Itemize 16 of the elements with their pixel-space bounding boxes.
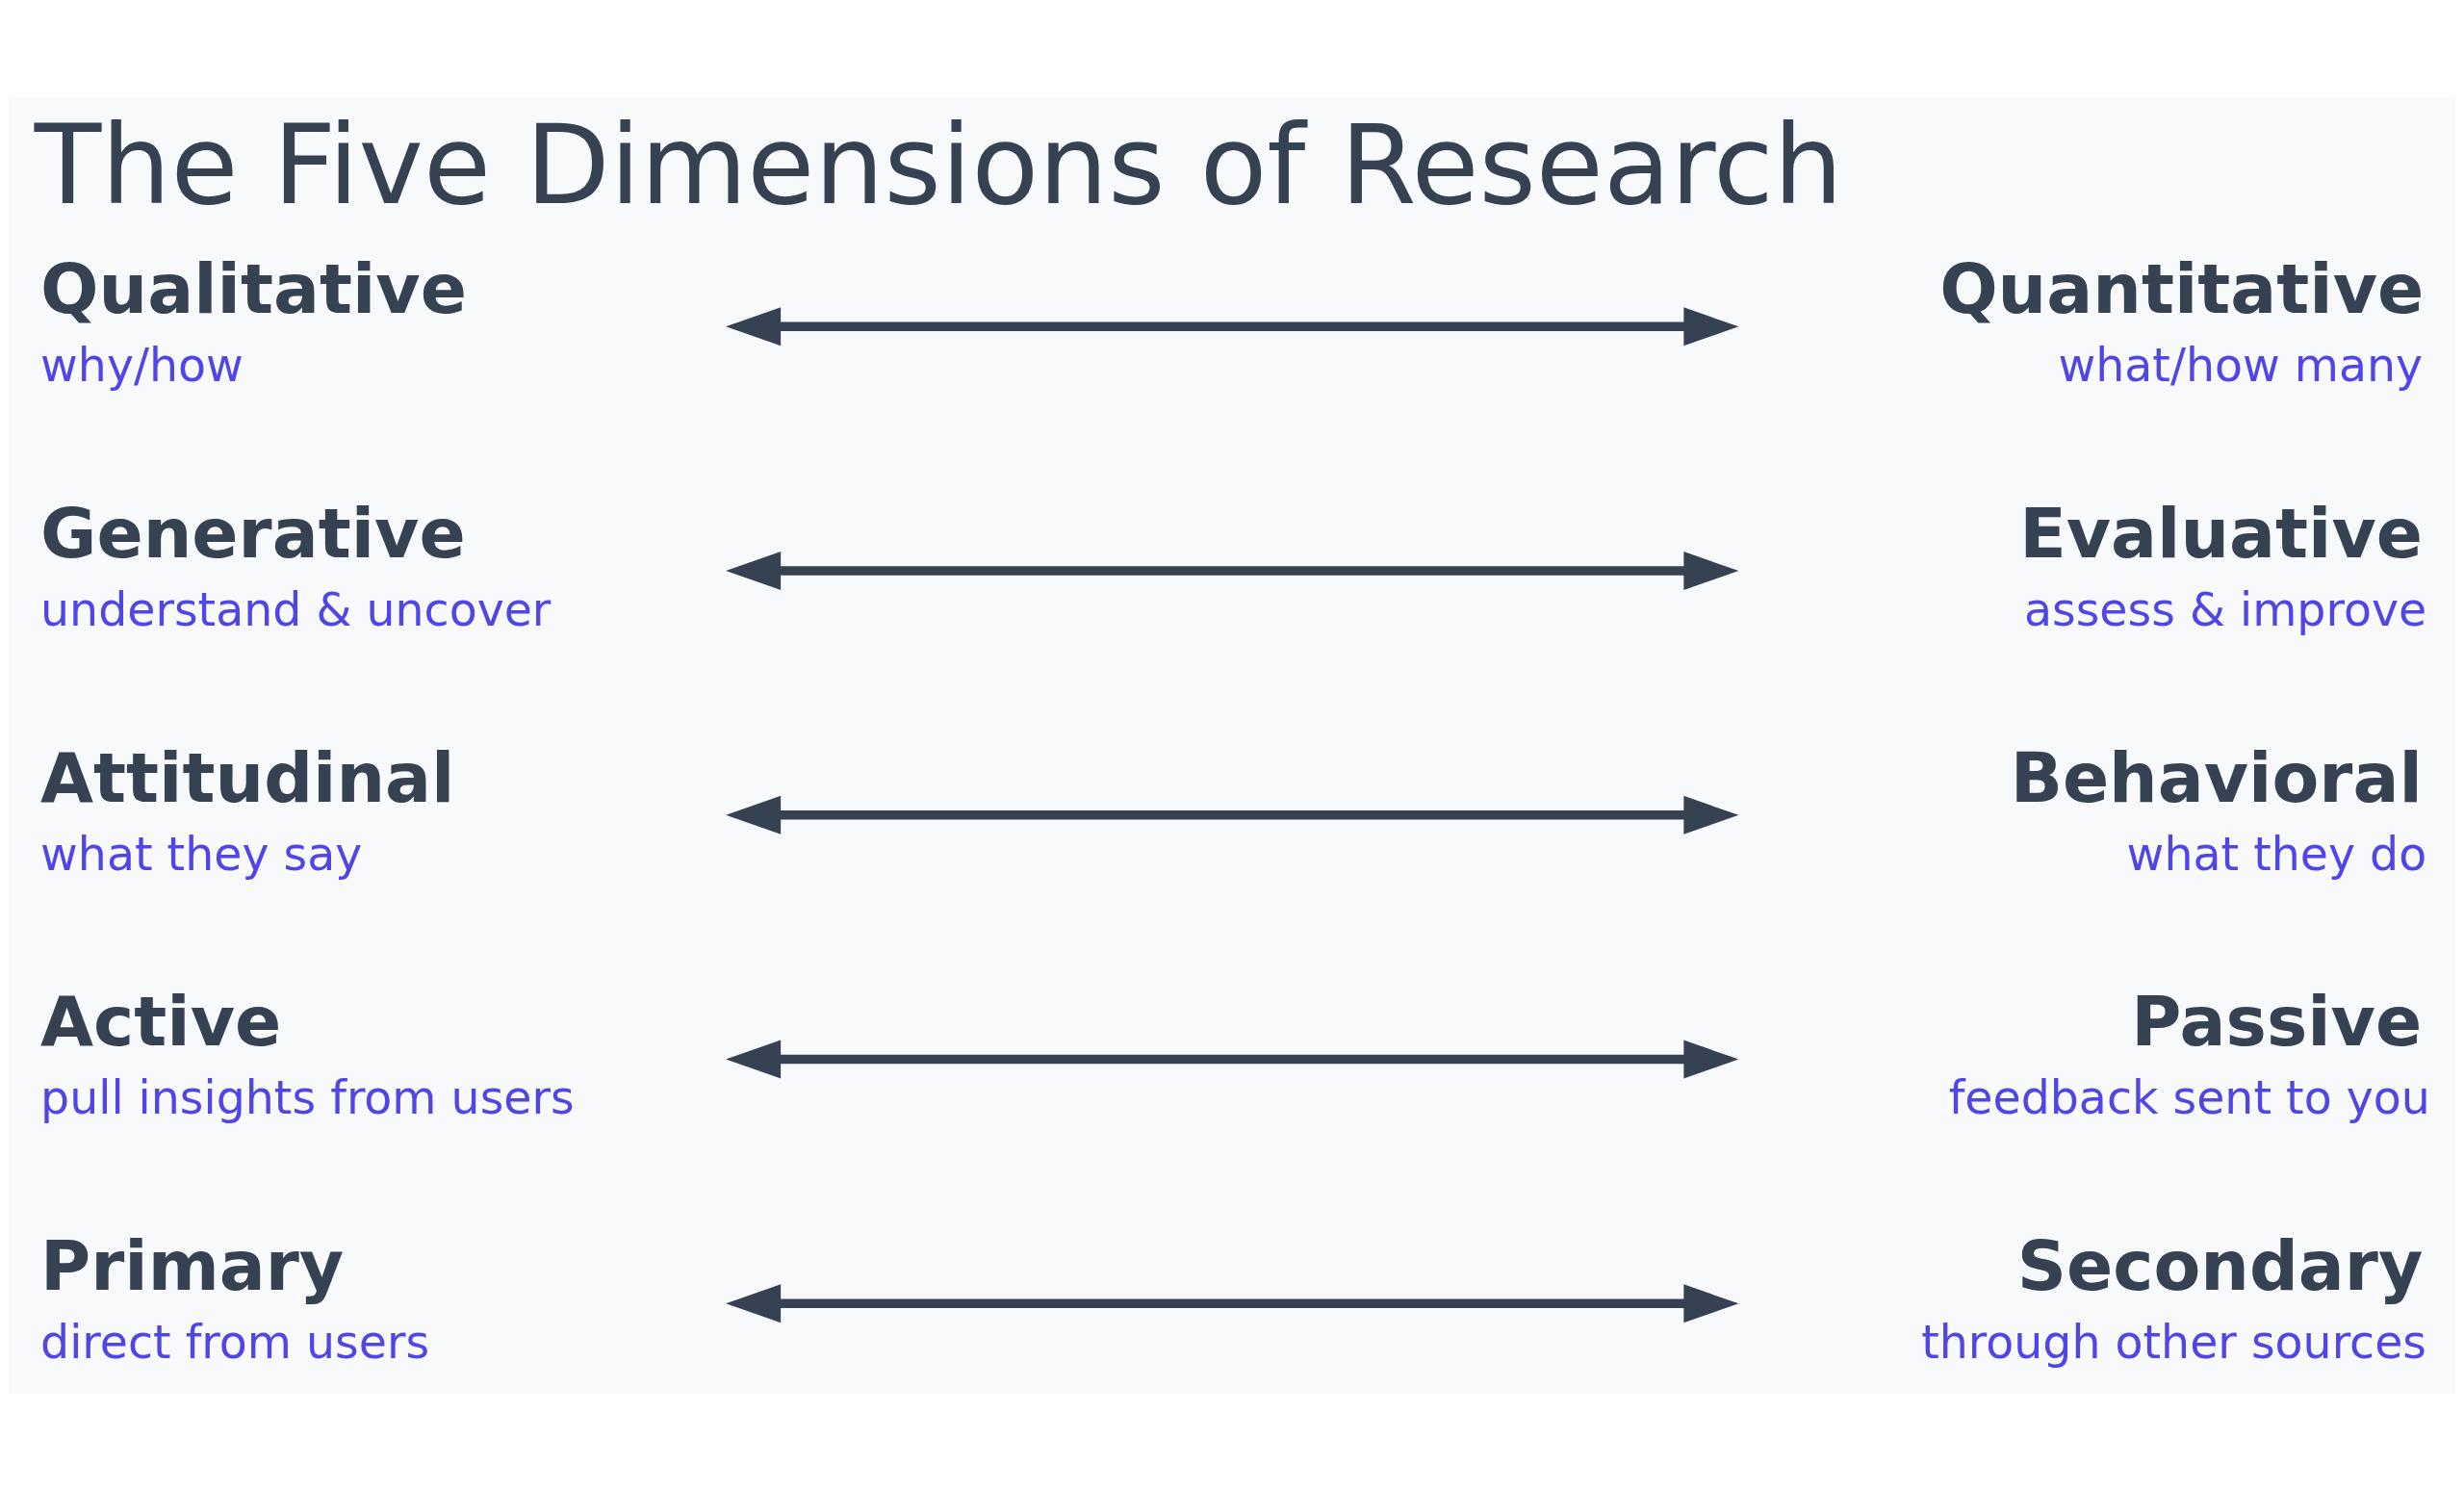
- diagram-title: The Five Dimensions of Research: [34, 100, 1843, 229]
- arrow: [726, 1040, 1739, 1079]
- node-text: Attitudinal what they say: [40, 737, 455, 881]
- arrow: [726, 306, 1739, 346]
- node-text: Primary direct from users: [40, 1225, 430, 1369]
- node-text: Secondary through other sources: [1921, 1225, 2427, 1369]
- node-text: Active pull insights from users: [40, 981, 575, 1124]
- node-text: Evaluative assess & improve: [2019, 493, 2427, 636]
- node-text: Passive feedback sent to you: [1948, 981, 2430, 1124]
- node-text: Behavioral what they do: [2010, 737, 2427, 881]
- node-text: Quantitative what/how many: [1939, 248, 2425, 392]
- arrow: [726, 551, 1739, 590]
- arrow: [726, 1283, 1739, 1323]
- arrow: [726, 795, 1739, 835]
- node-text: Qualitative why/how: [40, 248, 467, 392]
- node-text: Generative understand & uncover: [40, 493, 552, 636]
